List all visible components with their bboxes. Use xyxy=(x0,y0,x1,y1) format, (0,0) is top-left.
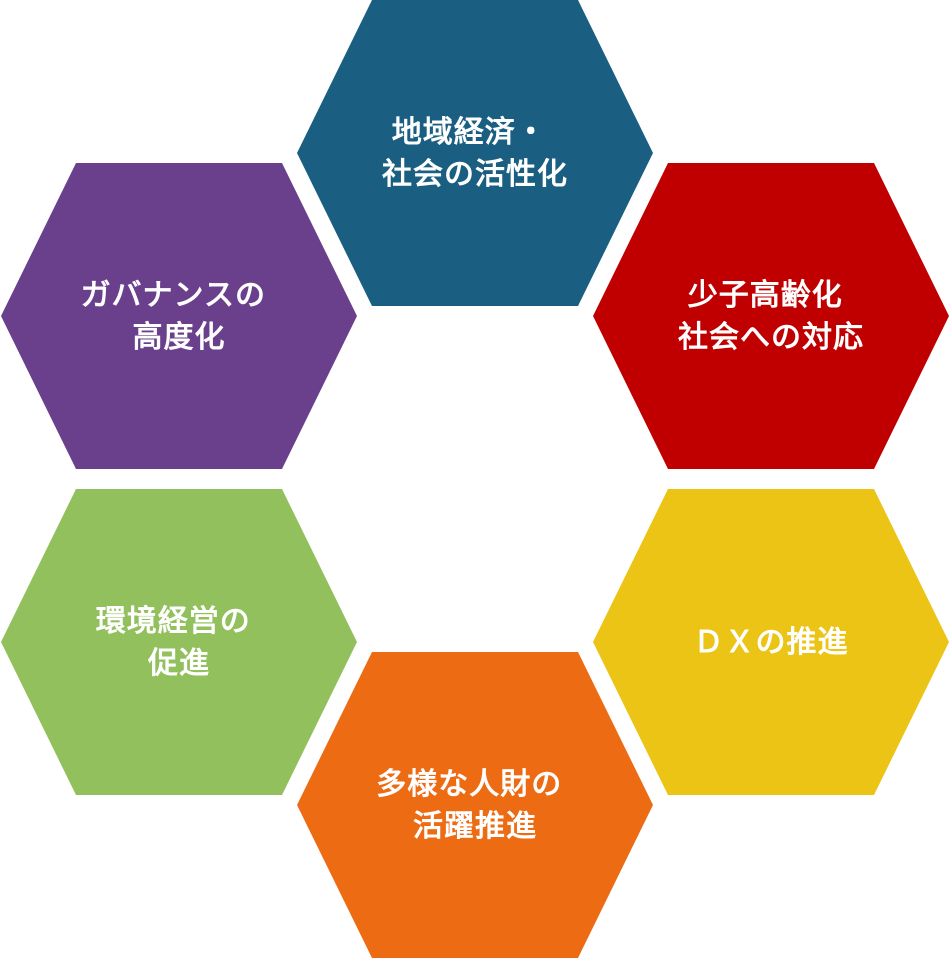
hexagon-regional-shape xyxy=(297,0,653,306)
hexagon-dx-label: ＤＸの推進 xyxy=(694,625,849,660)
hexagon-governance-line-2: 高度化 xyxy=(133,320,226,355)
hexagon-aging: 少子高齢化 社会への対応 xyxy=(593,163,949,469)
hexagon-governance-shape xyxy=(1,163,357,469)
hexagon-governance-line-1: ガバナンスの xyxy=(81,278,266,313)
hexagon-regional-label: 地域経済・ 社会の活性化 xyxy=(382,115,568,192)
hexagon-environment-label: 環境経営の 促進 xyxy=(96,604,262,681)
hexagon-environment-shape xyxy=(1,489,357,795)
hexagon-regional-line-1: 地域経済・ xyxy=(392,115,547,150)
hexagon-diversity-shape xyxy=(297,652,653,958)
hexagon-environment: 環境経営の 促進 xyxy=(1,489,357,795)
hexagon-aging-line-1: 少子高齢化 xyxy=(688,278,843,313)
hexagon-environment-line-2: 促進 xyxy=(147,646,210,681)
hexagon-diversity-line-2: 活躍推進 xyxy=(413,809,537,844)
hexagon-governance: ガバナンスの 高度化 xyxy=(1,163,357,469)
hexagon-diversity-label: 多様な人財の 活躍推進 xyxy=(376,767,573,844)
hexagon-dx-line-1: ＤＸの推進 xyxy=(694,625,849,660)
hexagon-aging-label: 少子高齢化 社会への対応 xyxy=(678,278,864,355)
hexagon-aging-line-2: 社会への対応 xyxy=(678,320,864,355)
hexagon-regional: 地域経済・ 社会の活性化 xyxy=(297,0,653,306)
hexagon-regional-line-2: 社会の活性化 xyxy=(382,157,568,192)
hexagon-diversity-line-1: 多様な人財の xyxy=(376,767,562,802)
hexagon-diversity: 多様な人財の 活躍推進 xyxy=(297,652,653,958)
hexagon-dx-shape xyxy=(593,489,949,795)
hexagon-environment-line-1: 環境経営の xyxy=(96,604,251,639)
hexagon-dx: ＤＸの推進 xyxy=(593,489,949,795)
hexagon-aging-shape xyxy=(593,163,949,469)
hexagon-governance-label: ガバナンスの 高度化 xyxy=(81,278,278,355)
